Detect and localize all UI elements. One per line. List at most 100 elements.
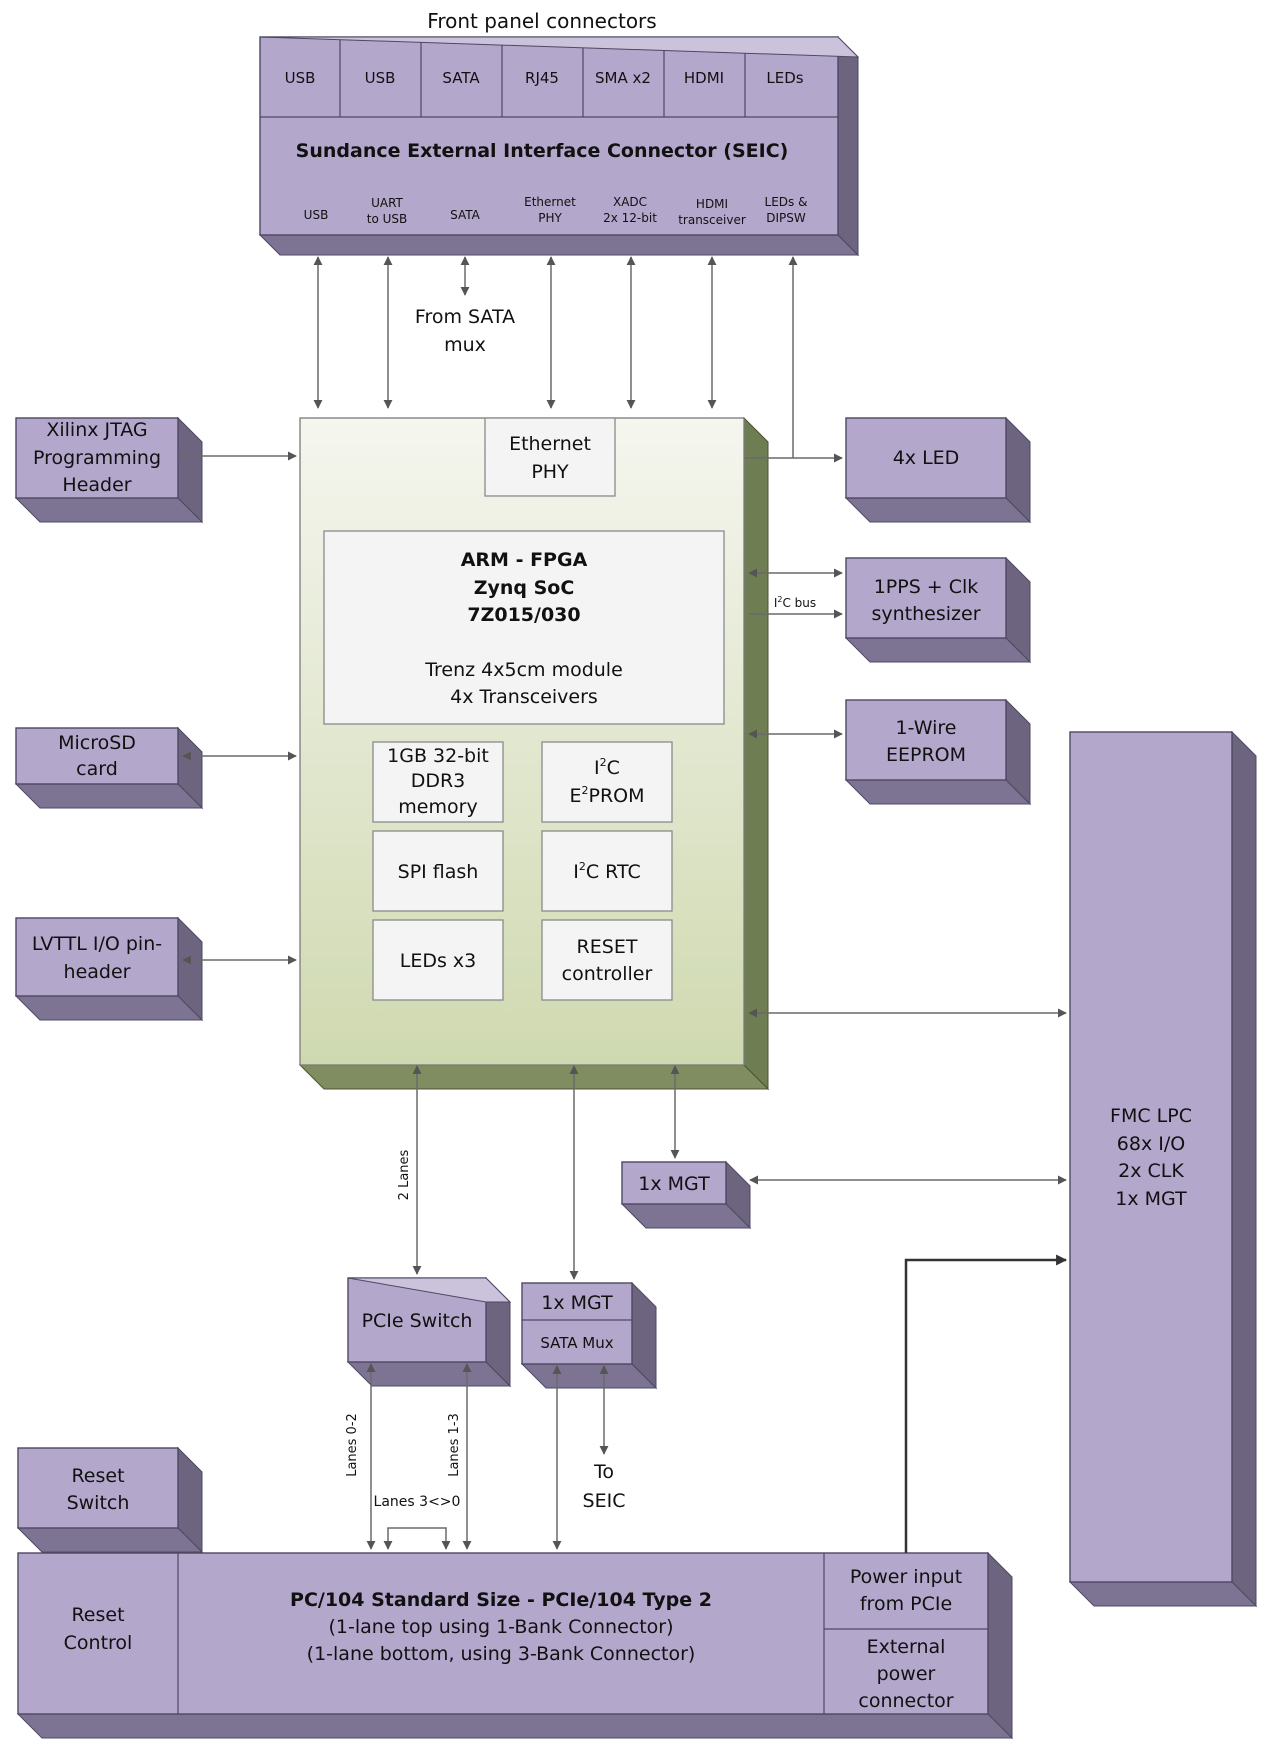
reset-controller-label-2: controller [562, 963, 653, 985]
pc104-line-3: (1-lane bottom, using 3-Bank Connector) [307, 1643, 696, 1665]
microsd-block: MicroSD card [14, 726, 204, 810]
pc104-line-2: (1-lane top using 1-Bank Connector) [328, 1616, 673, 1638]
external-power-label-3: connector [858, 1690, 953, 1712]
spi-flash-box [372, 830, 504, 912]
seic-port-xadc-1: XADC [613, 195, 647, 209]
fmc-label-3: 2x CLK [1118, 1160, 1184, 1182]
lanes-1-3-label: Lanes 1-3 [447, 1413, 462, 1477]
ddr3-label-1: 1GB 32-bit [387, 745, 489, 767]
power-pcie-label-1: Power input [850, 1566, 962, 1588]
soc-sub-1: Trenz 4x5cm module [424, 659, 623, 681]
two-lanes-label: 2 Lanes [397, 1149, 412, 1200]
seic-port-uart-1: UART [371, 196, 403, 210]
external-power-label-1: External [867, 1636, 946, 1658]
soc-title-2: Zynq SoC [474, 577, 575, 599]
seic-port-leds-1: LEDs & [765, 195, 808, 209]
i2c-eeprom-label-2: E2PROM [569, 784, 644, 807]
to-seic-label-2: SEIC [583, 1490, 626, 1512]
lanes-3-0-label: Lanes 3<>0 [374, 1494, 461, 1510]
reset-control-label-2: Control [64, 1632, 133, 1654]
mgt-side-block: 1x MGT [620, 1160, 752, 1230]
pcie-switch-label: PCIe Switch [362, 1310, 473, 1332]
seic-port-eth-2: PHY [538, 211, 562, 225]
led4-block: 4x LED [844, 416, 1032, 524]
jtag-label-1: Xilinx JTAG [46, 419, 147, 441]
from-sata-mux-label-1: From SATA [415, 306, 515, 328]
power-pcie-label-2: from PCIe [860, 1593, 952, 1615]
ddr3-box [372, 741, 504, 823]
reset-controller-box [541, 919, 673, 1001]
link-lanes-3-0 [383, 1527, 451, 1550]
connections: I2C bus 2 Lanes Lanes 0-2 Lanes 1-3 Lane… [178, 256, 1068, 1553]
lvttl-label-1: LVTTL I/O pin- [32, 933, 162, 955]
i2c-eeprom-label-1: I2C [594, 756, 620, 779]
onewire-label-1: 1-Wire [896, 717, 957, 739]
ddr3-label-3: memory [398, 796, 477, 818]
seic-port-leds-2: DIPSW [766, 211, 806, 225]
seic-port-usb: USB [304, 208, 329, 222]
soc-sub-2: 4x Transceivers [450, 686, 598, 708]
reset-switch-block: Reset Switch [16, 1446, 204, 1554]
sata-mux-label: SATA Mux [540, 1334, 613, 1352]
ethernet-phy-label-1: Ethernet [509, 433, 591, 455]
leds-x3-box [372, 919, 504, 1001]
onewire-block: 1-Wire EEPROM [844, 698, 1032, 806]
microsd-label-1: MicroSD [58, 732, 136, 754]
pc104-block: Reset Control PC/104 Standard Size - PCI… [16, 1551, 1014, 1740]
leds-x3-label: LEDs x3 [400, 950, 477, 972]
seic-port-sata: SATA [450, 208, 481, 222]
i2c-rtc-label: I2C RTC [573, 860, 641, 883]
fmc-label-2: 68x I/O [1117, 1133, 1185, 1155]
reset-control-label-1: Reset [71, 1604, 124, 1626]
seic-port-xadc-2: 2x 12-bit [603, 211, 657, 225]
mgt-bottom-label: 1x MGT [541, 1292, 613, 1314]
from-sata-mux-label-2: mux [444, 334, 486, 356]
jtag-block: Xilinx JTAG Programming Header [14, 416, 204, 524]
fp-connector-hdmi: HDMI [684, 69, 724, 87]
reset-controller-label-1: RESET [577, 936, 638, 958]
fp-connector-sma: SMA x2 [595, 69, 651, 87]
fmc-label-1: FMC LPC [1110, 1105, 1192, 1127]
seic-port-hdmi-1: HDMI [696, 197, 728, 211]
pps-label-1: 1PPS + Clk [874, 576, 979, 598]
seic-port-eth-1: Ethernet [524, 195, 576, 209]
link-power-fmc [904, 1254, 1068, 1553]
led4-label: 4x LED [893, 447, 960, 469]
lvttl-block: LVTTL I/O pin- header [14, 916, 204, 1022]
mgt-sata-block: 1x MGT SATA Mux [520, 1281, 658, 1390]
fp-connector-sata: SATA [442, 69, 480, 87]
reset-switch-label-1: Reset [71, 1465, 124, 1487]
pps-block: 1PPS + Clk synthesizer [844, 556, 1032, 664]
seic-block: USB USB SATA RJ45 SMA x2 HDMI LEDs Sunda… [258, 35, 860, 257]
fp-connector-usb-1: USB [285, 69, 316, 87]
seic-port-uart-2: to USB [367, 212, 408, 226]
jtag-label-2: Programming [33, 447, 161, 469]
external-power-label-2: power [877, 1663, 936, 1685]
to-seic-label-1: To [593, 1461, 614, 1483]
fp-connector-leds: LEDs [766, 69, 803, 87]
onewire-label-2: EEPROM [886, 744, 966, 766]
soc-module: Ethernet PHY ARM - FPGA Zynq SoC 7Z015/0… [298, 416, 770, 1091]
fp-connector-rj45: RJ45 [525, 69, 559, 87]
jtag-label-3: Header [62, 474, 131, 496]
soc-title-3: 7Z015/030 [467, 604, 580, 626]
pc104-title: PC/104 Standard Size - PCIe/104 Type 2 [290, 1589, 712, 1611]
i2c-rtc-box [541, 830, 673, 912]
reset-switch-label-2: Switch [67, 1492, 130, 1514]
seic-port-hdmi-2: transceiver [678, 213, 746, 227]
microsd-label-2: card [76, 758, 118, 780]
seic-title: Sundance External Interface Connector (S… [296, 140, 789, 162]
fmc-label-4: 1x MGT [1115, 1188, 1187, 1210]
soc-core-box [323, 530, 725, 725]
mgt-side-label: 1x MGT [638, 1173, 710, 1195]
front-panel-title: Front panel connectors [427, 9, 656, 33]
ethernet-phy-label-2: PHY [531, 461, 569, 483]
ethernet-phy-box [484, 417, 616, 497]
pcie-switch-block: PCIe Switch [346, 1276, 512, 1388]
fp-connector-usb-2: USB [365, 69, 396, 87]
lanes-0-2-label: Lanes 0-2 [345, 1413, 360, 1477]
soc-title-1: ARM - FPGA [461, 549, 588, 571]
i2c-bus-label: I2C bus [774, 595, 816, 610]
pps-label-2: synthesizer [871, 603, 980, 625]
